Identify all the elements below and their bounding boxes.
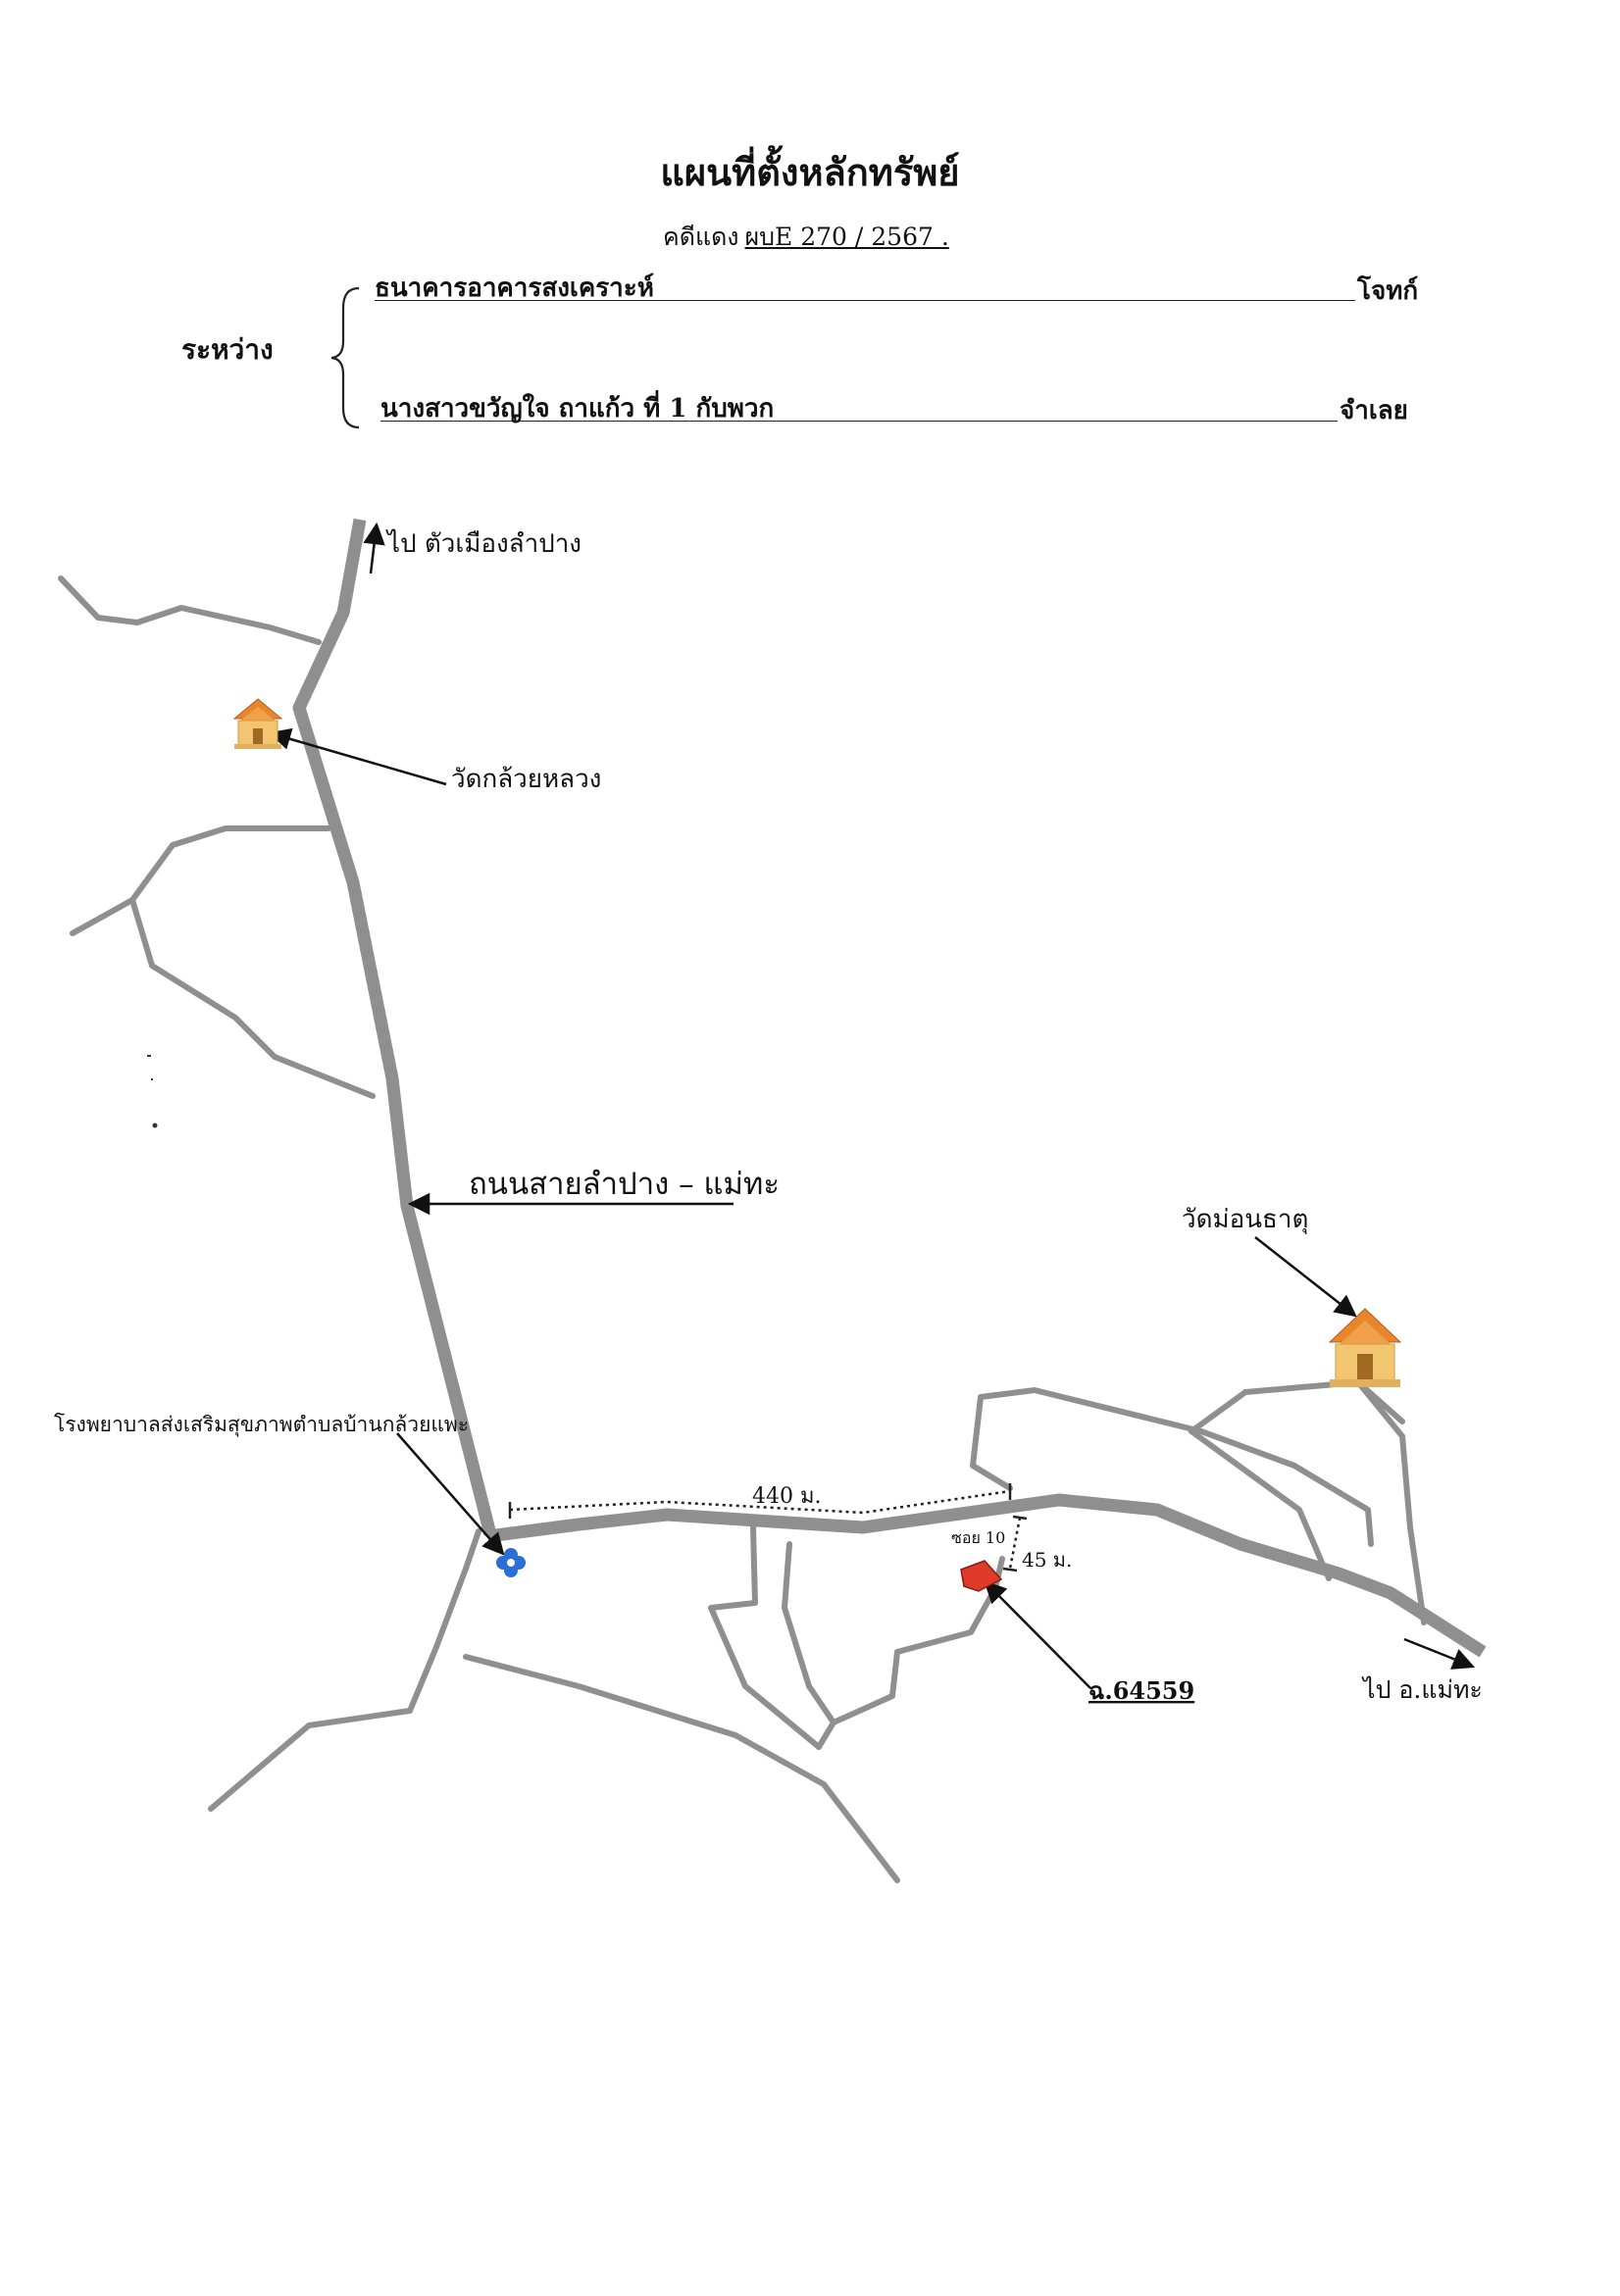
- side-road-ne-a: [1189, 1379, 1405, 1434]
- side-road-ne-loop: [970, 1387, 1374, 1547]
- plaintiff-name: ธนาคารอาคารสงเคราะห์: [375, 274, 654, 303]
- label-parcel: ฉ.64559: [1088, 1676, 1194, 1705]
- side-road-nw: [58, 575, 322, 645]
- side-road-s-long: [463, 1654, 900, 1883]
- label-hospital: โรงพยาบาลส่งเสริมสุขภาพตำบลบ้านกล้วยแพะ: [54, 1413, 469, 1437]
- temple-icon: [232, 698, 283, 749]
- arrow-parcel: [984, 1580, 1091, 1689]
- label-to-district: ไป อ.แม่ทะ: [1361, 1675, 1483, 1704]
- main-road: [292, 518, 1487, 1658]
- label-soi: ซอย 10: [951, 1528, 1005, 1547]
- hospital-icon: [496, 1548, 526, 1577]
- main-road-east-segment: [487, 1493, 1487, 1658]
- side-road-w-lower: [129, 897, 376, 1099]
- north-arrow-icon: [363, 522, 385, 574]
- case-number: ผบE 270 / 2567 .: [744, 223, 949, 251]
- page-title: แผนที่ตั้งหลักทรัพย์: [660, 150, 960, 194]
- side-road-w-upper: [70, 825, 331, 936]
- side-road-e-link: [1189, 1428, 1332, 1581]
- plaintiff-role: โจทก์: [1357, 276, 1419, 306]
- between-label: ระหว่าง: [181, 333, 274, 366]
- temple-east-icon: [1328, 1308, 1402, 1387]
- label-to-city: ไป ตัวเมืองลำปาง: [385, 528, 582, 559]
- arrow-hospital: [396, 1432, 505, 1556]
- label-temple-north: วัดกล้วยหลวง: [451, 765, 601, 794]
- distance-soi-line: [1008, 1517, 1022, 1570]
- case-number-line: คดีแดงผบE 270 / 2567 .: [663, 218, 949, 257]
- parcel-icon: [960, 1560, 1003, 1592]
- side-road-s-b: [782, 1541, 836, 1725]
- defendant-underline: [380, 421, 1338, 422]
- defendant-name: นางสาวขวัญใจ ถาแก้ว ที่ 1 กับพวก: [380, 394, 775, 424]
- label-temple-east: วัดม่อนธาตุ: [1182, 1205, 1308, 1234]
- distance-markers: [509, 1489, 1022, 1570]
- scan-marks: [147, 1055, 158, 1128]
- distance-main-line: [509, 1489, 1011, 1515]
- side-road-sw: [208, 1528, 481, 1812]
- plaintiff-underline: [375, 300, 1355, 301]
- arrow-temple-east: [1254, 1236, 1357, 1318]
- label-main-road: ถนนสายลำปาง – แม่ทะ: [469, 1167, 780, 1202]
- pointer-arrows: [268, 522, 1476, 1689]
- label-distance-soi: 45 ม.: [1022, 1548, 1072, 1572]
- party-brace-icon: [330, 286, 360, 429]
- arrow-temple-north: [268, 727, 447, 786]
- defendant-role: จำเลย: [1340, 396, 1408, 425]
- label-distance-main: 440 ม.: [752, 1484, 821, 1509]
- main-road-north-segment: [292, 518, 497, 1536]
- side-road-s-a: [708, 1524, 822, 1750]
- case-label: คดีแดง: [663, 223, 739, 251]
- side-road-ne-b: [1355, 1379, 1427, 1625]
- arrow-to-district: [1403, 1637, 1476, 1670]
